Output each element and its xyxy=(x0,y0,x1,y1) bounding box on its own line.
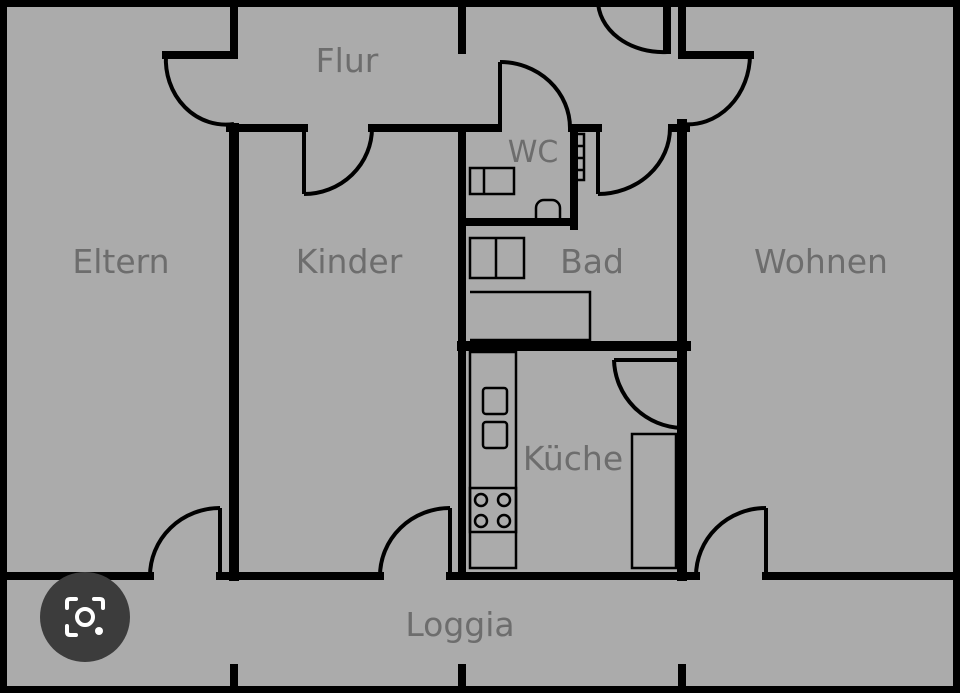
room-label-flur: Flur xyxy=(316,41,379,80)
bad-toilet xyxy=(468,236,526,280)
wc-sink xyxy=(534,198,562,220)
wc-vent xyxy=(570,132,586,182)
kitchen-sink-2 xyxy=(481,420,509,450)
kitchen-cabinet xyxy=(630,432,678,570)
google-lens-camera-icon xyxy=(65,597,105,637)
corridor-wall xyxy=(226,60,690,196)
kueche-room xyxy=(468,350,687,581)
wc-room xyxy=(460,124,586,230)
bad-bathtub xyxy=(470,290,592,342)
kitchen-stove xyxy=(468,486,518,534)
room-label-eltern: Eltern xyxy=(72,242,169,281)
room-label-kueche: Küche xyxy=(523,439,623,478)
room-label-bad: Bad xyxy=(560,242,624,281)
wc-toilet xyxy=(468,166,516,196)
kitchen-counter xyxy=(468,350,518,570)
bad-room xyxy=(457,119,691,361)
kitchen-sink-1 xyxy=(481,386,509,416)
loggia-stubs xyxy=(230,664,686,693)
room-label-wc: WC xyxy=(508,135,559,170)
google-lens-button[interactable] xyxy=(40,572,130,662)
room-label-loggia: Loggia xyxy=(405,605,514,644)
flur-walls xyxy=(162,0,754,127)
kinder-walls xyxy=(229,123,466,581)
top-wall-stubs xyxy=(230,0,686,54)
room-label-wohnen: Wohnen xyxy=(754,242,888,281)
room-label-kinder: Kinder xyxy=(296,242,403,281)
loggia-wall xyxy=(0,506,960,580)
